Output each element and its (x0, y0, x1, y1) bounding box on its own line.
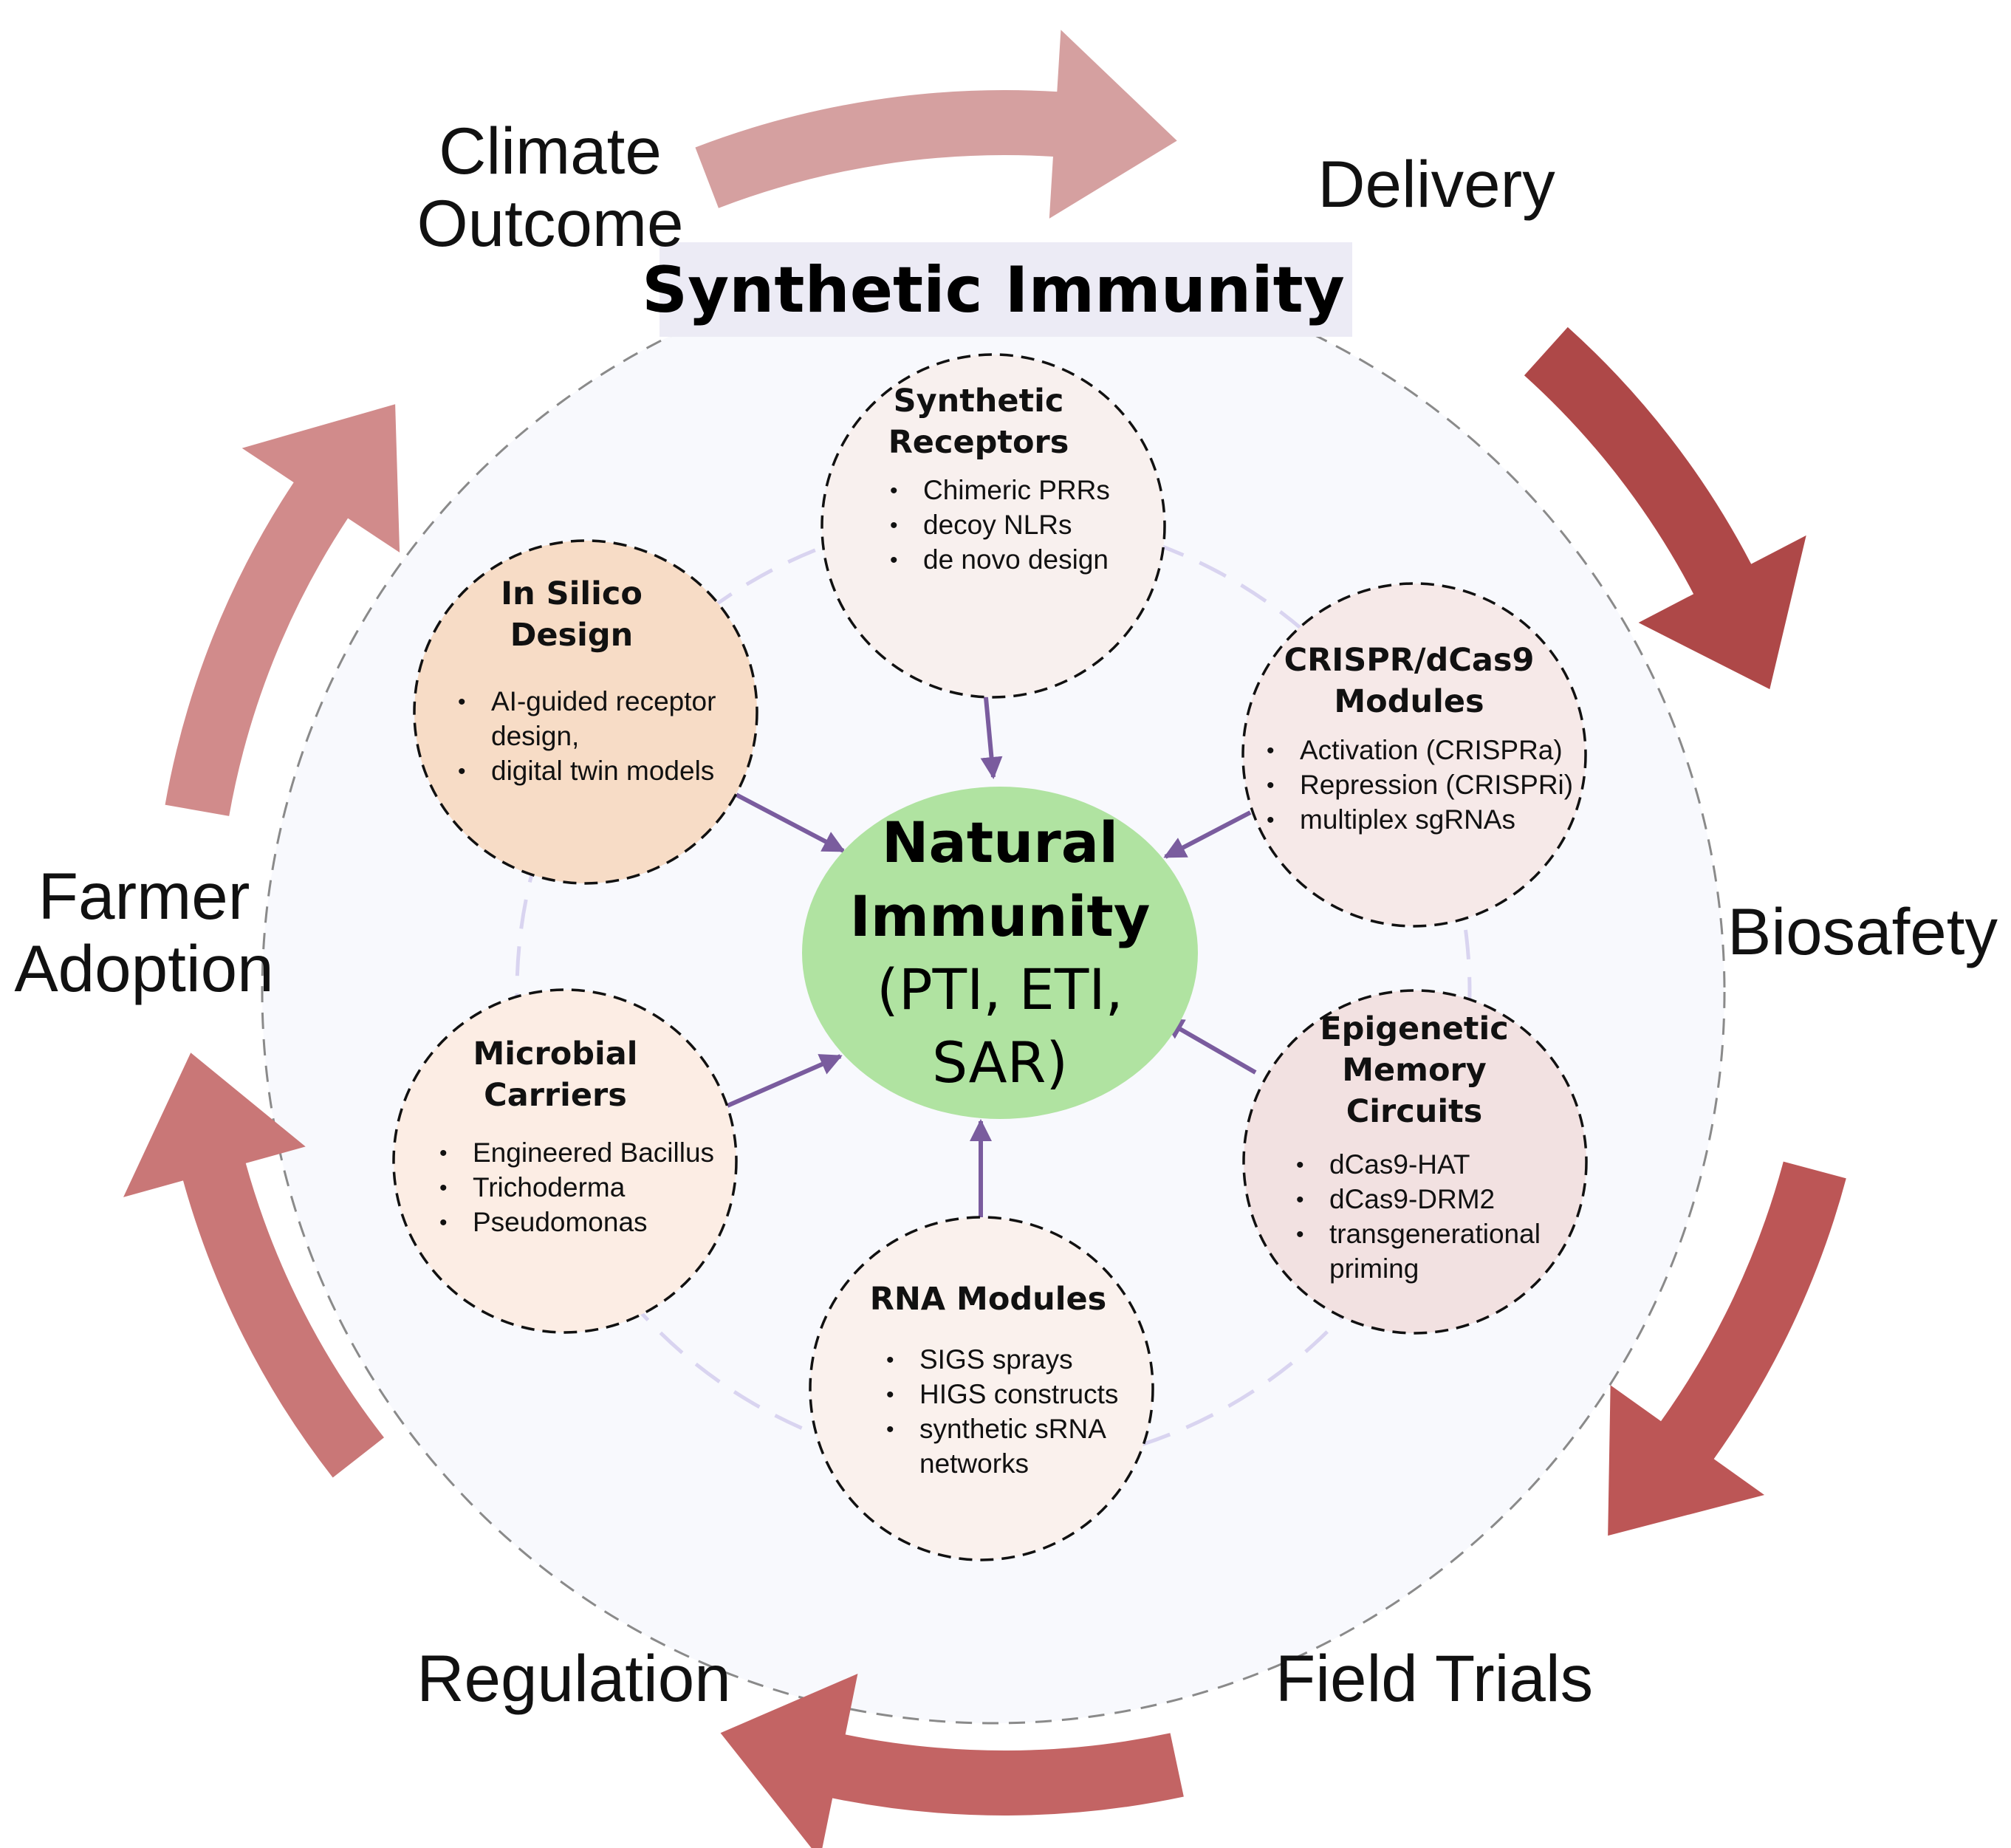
cycle-arrow (1524, 326, 1806, 690)
module-circle (1242, 989, 1588, 1335)
module-item: synthetic sRNA (919, 1414, 1106, 1444)
bullet-icon: • (1296, 1153, 1304, 1177)
cycle-arrow (1608, 1161, 1846, 1536)
bullet-icon: • (458, 759, 466, 784)
stage-label-climate-outcome: Outcome (417, 186, 683, 260)
bullet-icon: • (439, 1176, 448, 1200)
module-item: networks (919, 1448, 1029, 1479)
title-band (660, 242, 1352, 337)
cycle-arrow (165, 404, 400, 816)
bullet-icon: • (1267, 739, 1275, 763)
stage-label-biosafety: Biosafety (1727, 894, 1998, 968)
module-circle (413, 539, 758, 885)
module-title-line: Carriers (484, 1077, 627, 1114)
bullet-icon: • (890, 479, 898, 503)
stage-label-climate-outcome: Climate (439, 114, 662, 188)
cycle-arrow (720, 1674, 1184, 1848)
module-title-line: Modules (1334, 683, 1484, 720)
center-line-4: SAR) (932, 1030, 1068, 1095)
connector-arrow (980, 689, 1003, 779)
stage-label-farmer-adoption: Adoption (14, 931, 273, 1005)
module-item: Chimeric PRRs (923, 475, 1110, 505)
bullet-icon: • (890, 513, 898, 538)
diagram-title: Synthetic Immunity (642, 253, 1345, 327)
module-item: transgenerational (1329, 1219, 1541, 1249)
module-title-line: Synthetic (894, 383, 1064, 420)
center-line-3: (PTI, ETI, (877, 956, 1123, 1022)
module-item: Pseudomonas (473, 1207, 648, 1237)
bullet-icon: • (890, 548, 898, 572)
connector-arrow (1163, 810, 1252, 859)
module-circle (820, 353, 1166, 699)
module-title-line: RNA Modules (870, 1281, 1107, 1318)
bullet-icon: • (458, 690, 466, 714)
center-line-2: Immunity (850, 883, 1151, 949)
connector-arrow (735, 793, 846, 853)
module-title-line: Design (510, 617, 634, 654)
cycle-arrow (695, 30, 1177, 219)
module-item: digital twin models (491, 756, 714, 786)
module-title-line: CRISPR/dCas9 (1284, 642, 1535, 679)
connector-arrow (726, 1054, 843, 1108)
bullet-icon: • (1267, 808, 1275, 832)
bullet-icon: • (439, 1141, 448, 1166)
module-title-line: Microbial (473, 1036, 637, 1072)
connectors (726, 689, 1257, 1222)
bullet-icon: • (1267, 773, 1275, 798)
natural-immunity-node (802, 787, 1198, 1119)
bullet-icon: • (886, 1348, 894, 1372)
stage-label-delivery: Delivery (1318, 147, 1555, 221)
stage-label-farmer-adoption: Farmer (38, 859, 250, 933)
module-item: multiplex sgRNAs (1300, 804, 1515, 835)
module-circle (392, 988, 738, 1334)
module-title-line: Memory (1342, 1052, 1487, 1089)
bullet-icon: • (886, 1383, 894, 1407)
module-title-line: Circuits (1346, 1093, 1483, 1130)
module-item: AI-guided receptor (491, 686, 716, 716)
module-title-line: Receptors (888, 424, 1069, 461)
module-item: decoy NLRs (923, 510, 1072, 540)
connector-arrow (1161, 1017, 1257, 1075)
center-line-1: Natural (882, 810, 1118, 875)
module-item: Engineered Bacillus (473, 1137, 714, 1168)
module-circle (1241, 582, 1587, 928)
module-item: dCas9-DRM2 (1329, 1184, 1495, 1214)
cycle-arrow (123, 1053, 384, 1478)
module-title-line: In Silico (501, 575, 643, 612)
bullet-icon: • (1296, 1188, 1304, 1212)
bullet-icon: • (1296, 1222, 1304, 1247)
stage-label-regulation: Regulation (417, 1641, 731, 1715)
bullet-icon: • (439, 1211, 448, 1235)
module-item: HIGS constructs (919, 1379, 1118, 1409)
module-item: dCas9-HAT (1329, 1149, 1470, 1180)
module-item: priming (1329, 1253, 1419, 1284)
cycle-arrows (123, 30, 1846, 1848)
module-item: Trichoderma (473, 1172, 626, 1202)
module-title-line: Epigenetic (1320, 1010, 1508, 1047)
stage-label-field-trials: Field Trials (1275, 1641, 1593, 1715)
bullet-icon: • (886, 1417, 894, 1442)
module-item: Repression (CRISPRi) (1300, 770, 1573, 800)
module-circle (809, 1216, 1154, 1561)
module-item: design, (491, 721, 579, 751)
module-item: Activation (CRISPRa) (1300, 735, 1563, 765)
module-item: de novo design (923, 544, 1109, 575)
module-item: SIGS sprays (919, 1344, 1073, 1375)
module-rna-modules: RNA Modules • SIGS sprays • HIGS constructs •… (809, 1216, 1154, 1561)
